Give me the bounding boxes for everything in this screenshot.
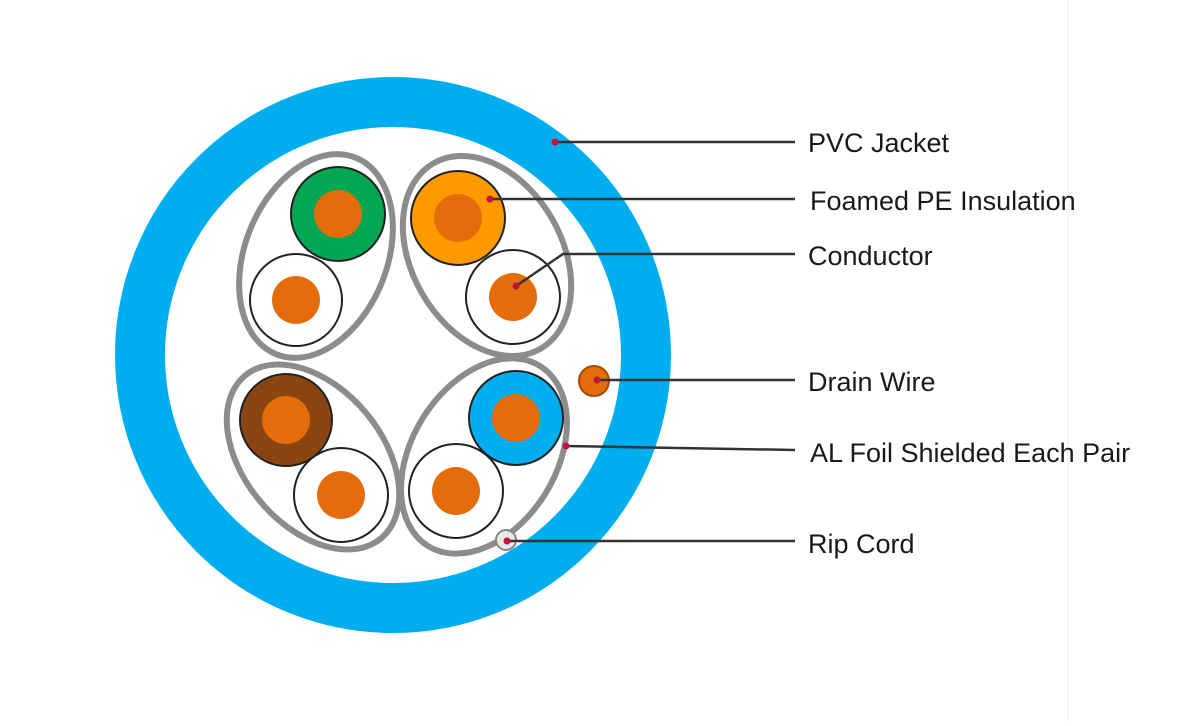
label-foil-shield: AL Foil Shielded Each Pair <box>810 438 1130 468</box>
dot-rip-cord <box>503 537 511 545</box>
twisted-pair-green <box>236 151 396 361</box>
callout-labels: PVC Jacket Foamed PE Insulation Conducto… <box>808 128 1130 559</box>
conductor-orange <box>434 194 482 242</box>
dot-pvc-jacket <box>551 138 559 146</box>
leader-dots <box>486 138 601 545</box>
dot-insulation <box>486 195 494 203</box>
conductor-green <box>314 190 362 238</box>
leader-conductor <box>515 252 795 288</box>
label-drain-wire: Drain Wire <box>808 367 936 397</box>
conductor-blue <box>492 394 540 442</box>
conductor-white-brown <box>317 471 365 519</box>
dot-drain-wire <box>593 376 601 384</box>
leader-lines <box>490 140 796 543</box>
label-conductor: Conductor <box>808 241 933 271</box>
conductor-white-orange <box>489 273 537 321</box>
conductor-white-green <box>272 276 320 324</box>
label-insulation: Foamed PE Insulation <box>810 186 1076 216</box>
label-pvc-jacket: PVC Jacket <box>808 128 950 158</box>
twisted-pair-blue <box>398 355 570 557</box>
leader-foil-shield <box>565 444 796 452</box>
conductor-white-blue <box>432 467 480 515</box>
label-rip-cord: Rip Cord <box>808 529 915 559</box>
twisted-pair-brown <box>223 361 403 553</box>
dot-foil-shield <box>562 442 570 450</box>
dot-conductor <box>512 282 520 290</box>
pvc-jacket <box>115 77 671 633</box>
conductor-brown <box>262 396 310 444</box>
